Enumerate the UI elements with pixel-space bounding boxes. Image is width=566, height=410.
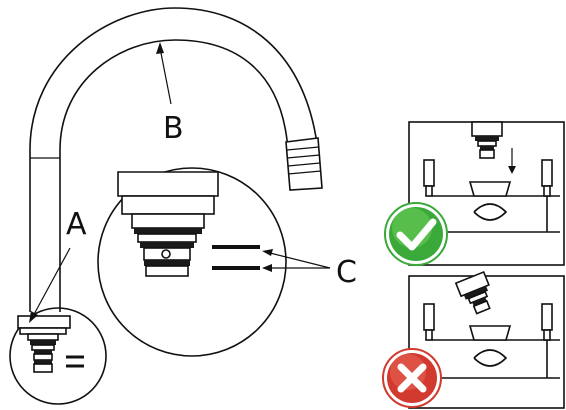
check-icon — [384, 202, 448, 266]
correct-installation-panel — [408, 121, 565, 266]
label-b: B — [163, 111, 184, 146]
label-c: C — [336, 255, 357, 290]
incorrect-installation-panel — [408, 270, 565, 409]
cross-icon — [382, 348, 442, 408]
faucet-spout — [29, 7, 323, 312]
cartridge-zoom-detail — [97, 167, 287, 357]
small-cartridge-detail — [9, 307, 107, 405]
callout-arrows — [29, 42, 331, 323]
label-a: A — [66, 207, 87, 242]
